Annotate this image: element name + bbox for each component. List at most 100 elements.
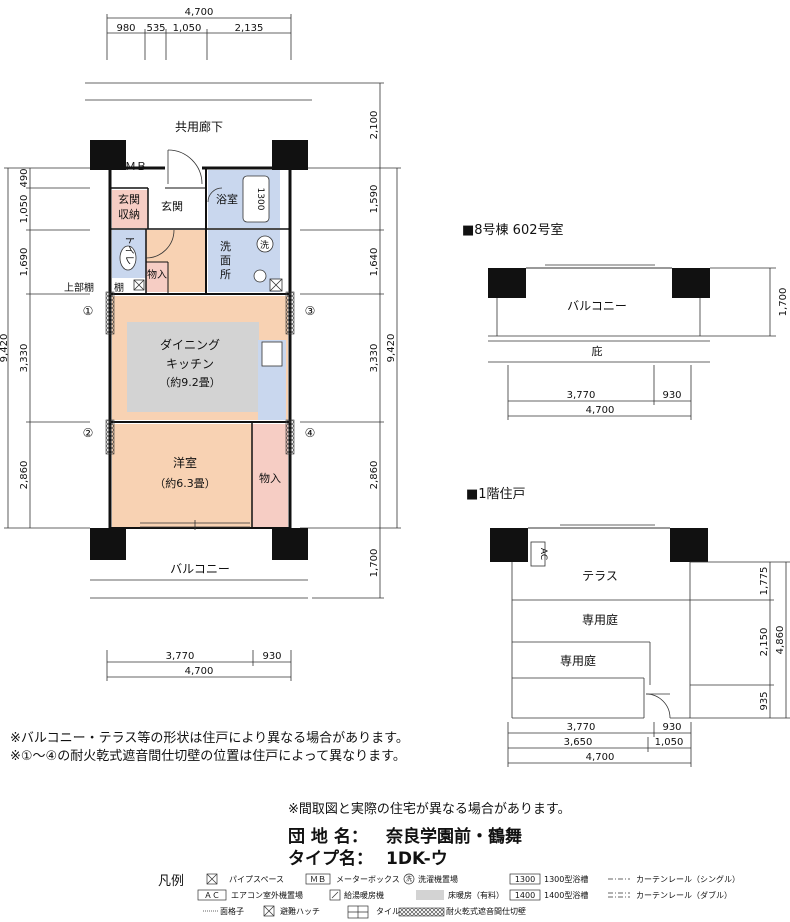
legend-1400: 1400型浴槽 xyxy=(544,890,588,900)
dim-right-2: 1,590 xyxy=(369,185,380,214)
western-label-2: （約6.3畳） xyxy=(154,476,216,490)
bottom-dimensions xyxy=(106,650,292,681)
unit1f-dim-vtotal: 4,860 xyxy=(775,626,786,655)
marker-4: ④ xyxy=(305,426,316,440)
left-dimensions xyxy=(4,167,90,529)
note-2: ※①～④の耐火乾式遮音間仕切壁の位置は住戸によって異なります。 xyxy=(10,748,406,764)
unit1f-dim-v3: 935 xyxy=(759,691,770,710)
corridor-label: 共用廊下 xyxy=(175,119,223,134)
western-label-1: 洋室 xyxy=(173,455,197,470)
legend-washer: 洗濯機置場 xyxy=(418,874,458,884)
legend-ac: エアコン室外機置場 xyxy=(231,890,303,900)
bath-size-label: 1300 xyxy=(255,188,265,211)
unit1f-garden1: 専用庭 xyxy=(582,612,618,627)
wash-label-3: 所 xyxy=(220,268,231,281)
dim-left-4: 3,330 xyxy=(19,344,30,373)
legend-curtain-double: カーテンレール（ダブル） xyxy=(636,890,732,900)
balcony-lines xyxy=(90,579,308,599)
pipe-space-icon xyxy=(133,279,145,291)
unit602-balcony: バルコニー xyxy=(567,299,627,313)
unit602-dim-total: 4,700 xyxy=(586,405,615,416)
dim-right-5: 2,860 xyxy=(369,461,380,490)
entrance-door-swing xyxy=(167,149,203,185)
genkan-storage-label-1: 玄関 xyxy=(118,192,140,206)
toilet-icon xyxy=(119,245,137,271)
dim-top-seg2: 535 xyxy=(146,23,165,34)
bathtub-icon xyxy=(242,175,270,223)
unit1f-dim-b1: 930 xyxy=(662,722,681,733)
legend-pipe: パイプスペース xyxy=(229,875,284,884)
fire-walls xyxy=(105,291,295,455)
unit1f-terrace: テラス xyxy=(582,569,618,583)
dim-right-3: 1,640 xyxy=(369,248,380,277)
windows xyxy=(140,520,250,530)
unit1f-dim-b2: 1,050 xyxy=(655,737,684,748)
type-label: タイプ名： xyxy=(288,848,373,869)
stove-icon xyxy=(261,341,283,367)
complex-label: 団 地 名： xyxy=(288,826,368,847)
top-dimensions xyxy=(106,14,292,60)
unit602-title: ■8号棟 602号室 xyxy=(462,222,564,238)
structural-columns xyxy=(90,140,308,560)
legend-heater: 給湯暖房機 xyxy=(344,890,384,900)
dim-top-seg3: 1,050 xyxy=(173,23,202,34)
legend-fire-wall: 耐火乾式遮音間仕切壁 xyxy=(446,906,526,916)
dim-top-total: 4,700 xyxy=(185,7,214,18)
dk-label-1: ダイニング xyxy=(160,337,220,352)
toilet-label: トイレ xyxy=(123,235,134,265)
toilet-door-swing xyxy=(145,229,175,259)
mb-label: ＭＢ xyxy=(125,160,147,173)
dim-right-4: 3,330 xyxy=(369,344,380,373)
genkan-label: 玄関 xyxy=(161,199,183,213)
dk-label-3: （約9.2畳） xyxy=(159,375,221,389)
dim-left-2: 1,050 xyxy=(19,195,30,224)
legend: パイプスペース ＭＢ メーターボックス 洗 洗濯機置場 1300 1300型浴槽… xyxy=(197,873,740,919)
legend-1300-box: 1300 xyxy=(515,875,535,884)
shelf-label: 棚 xyxy=(114,281,124,294)
legend-mb-box: ＭＢ xyxy=(310,875,326,884)
marker-1: ① xyxy=(83,304,94,318)
legend-washer-mark: 洗 xyxy=(406,875,412,883)
unit602-dim-b: 930 xyxy=(662,390,681,401)
pipe-space-icon-2 xyxy=(269,278,283,292)
unit602-plan xyxy=(488,264,776,420)
complex-value: 奈良学園前・鶴舞 xyxy=(385,826,522,847)
upper-shelf-label: 上部棚 xyxy=(64,281,94,294)
legend-ac-box: ＡＣ xyxy=(204,891,220,900)
note-1: ※バルコニー・テラス等の形状は住戸により異なる場合があります。 xyxy=(10,730,409,746)
legend-hatch: 避難ハッチ xyxy=(280,906,320,916)
dim-right-total: 9,420 xyxy=(386,334,397,363)
legend-1400-box: 1400 xyxy=(515,891,535,900)
dim-right-6: 1,700 xyxy=(369,549,380,578)
dim-bottom-a: 3,770 xyxy=(166,651,195,662)
unit1f-garden2: 専用庭 xyxy=(560,653,596,668)
legend-tile: タイル xyxy=(376,907,400,916)
dim-top-seg1: 980 xyxy=(116,23,135,34)
corridor-lines xyxy=(85,82,312,101)
legend-floor-heating: 床暖房（有料） xyxy=(448,890,504,900)
legend-title: 凡例 xyxy=(158,874,184,889)
washer-icon xyxy=(256,235,274,253)
legend-curtain-single: カーテンレール（シングル） xyxy=(636,874,740,884)
type-value: 1DK-ウ xyxy=(386,849,448,869)
dim-left-3: 1,690 xyxy=(19,248,30,277)
dk-label-2: キッチン xyxy=(166,357,214,371)
marker-2: ② xyxy=(83,426,94,440)
unit1f-title: ■1階住戸 xyxy=(466,487,526,502)
dim-left-5: 2,860 xyxy=(19,461,30,490)
legend-meter: メーターボックス xyxy=(336,875,400,884)
unit1f-ac: AC xyxy=(538,548,548,560)
legend-1300: 1300型浴槽 xyxy=(544,874,588,884)
marker-3: ③ xyxy=(305,304,316,318)
dim-bottom-b: 930 xyxy=(262,651,281,662)
wash-label-1: 洗 xyxy=(220,240,231,253)
unit1f-dim-v1: 1,775 xyxy=(759,567,770,596)
unit602-eaves: 庇 xyxy=(592,344,603,358)
small-storage-label: 物入 xyxy=(147,268,167,281)
legend-lattice: 面格子 xyxy=(220,906,244,916)
dim-left-total: 9,420 xyxy=(0,334,10,363)
unit1f-plan xyxy=(490,524,790,767)
walls xyxy=(108,166,292,529)
dim-left-1: 490 xyxy=(19,168,30,187)
